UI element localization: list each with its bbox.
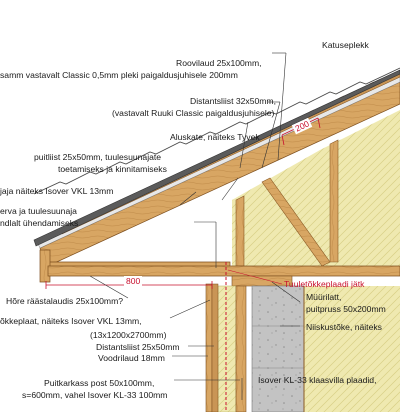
label-hore: Hõre räästalaudis 25x100mm? bbox=[6, 296, 124, 306]
label-isover-kl33: Isover KL-33 klaasvilla plaadid, bbox=[258, 375, 377, 385]
bottom-chord bbox=[47, 265, 400, 277]
label-okkeplaat: õkkeplaat, näiteks Isover VKL 13mm, bbox=[0, 316, 142, 326]
label-puitpruss: puitpruss 50x200mm bbox=[306, 304, 386, 314]
wall-plate bbox=[231, 275, 293, 287]
wall-stud bbox=[235, 285, 247, 412]
leader-lines-red bbox=[227, 269, 283, 285]
truss-webs bbox=[235, 139, 339, 267]
block-wall bbox=[251, 285, 305, 412]
leader-lines bbox=[89, 52, 301, 400]
label-aluskate: Aluskate, näiteks Tyvek bbox=[170, 132, 260, 142]
interior-insulation bbox=[304, 286, 400, 412]
label-erva: erva ja tuulesuunaja bbox=[0, 206, 77, 216]
label-vastavalt: (vastavalt Ruuki Classic paigaldusjuhise… bbox=[112, 108, 275, 118]
label-ndlalt: ndlalt ühendamiseks bbox=[0, 218, 79, 228]
label-muurilatt: Müürilatt, bbox=[306, 292, 342, 302]
label-tuuletokke: Tuuletõkkeplaadi jätk bbox=[284, 279, 365, 289]
label-katuseplekk: Katuseplekk bbox=[322, 40, 369, 50]
wall-cladding bbox=[205, 283, 213, 412]
label-niiskus: Niiskustõke, näiteks bbox=[306, 322, 382, 332]
label-s600: s=600mm, vahel Isover KL-33 100mm bbox=[22, 390, 168, 400]
roof-sheet-profile bbox=[33, 67, 400, 195]
wall-batten bbox=[211, 283, 219, 412]
dimension-800-label: 800 bbox=[124, 276, 143, 286]
label-samm: samm vastavalt Classic 0,5mm pleki paiga… bbox=[0, 70, 238, 80]
label-roovilaud: Roovilaud 25x100mm, bbox=[176, 58, 262, 68]
eave-fascia bbox=[39, 249, 51, 283]
label-mootmed: (13x1200x2700mm) bbox=[90, 330, 167, 340]
label-isover-vkl: jaja näiteks Isover VKL 13mm bbox=[0, 186, 114, 196]
wall-insulation bbox=[217, 285, 237, 412]
label-puitkarkass: Puitkarkass post 50x100mm, bbox=[44, 378, 155, 388]
attic-insulation bbox=[232, 110, 400, 270]
label-distantsliist-25: Distantsliist 25x50mm bbox=[96, 342, 180, 352]
roof-sheet bbox=[33, 69, 400, 247]
label-voodri: Voodrilaud 18mm bbox=[98, 353, 165, 363]
label-puitliist: puitliist 25x50mm, tuulesuunajate bbox=[34, 152, 162, 162]
label-toetamiseks: toetamiseks ja kinnitamiseks bbox=[58, 164, 167, 174]
label-distantsliist-32: Distantsliist 32x50mm, bbox=[190, 96, 276, 106]
